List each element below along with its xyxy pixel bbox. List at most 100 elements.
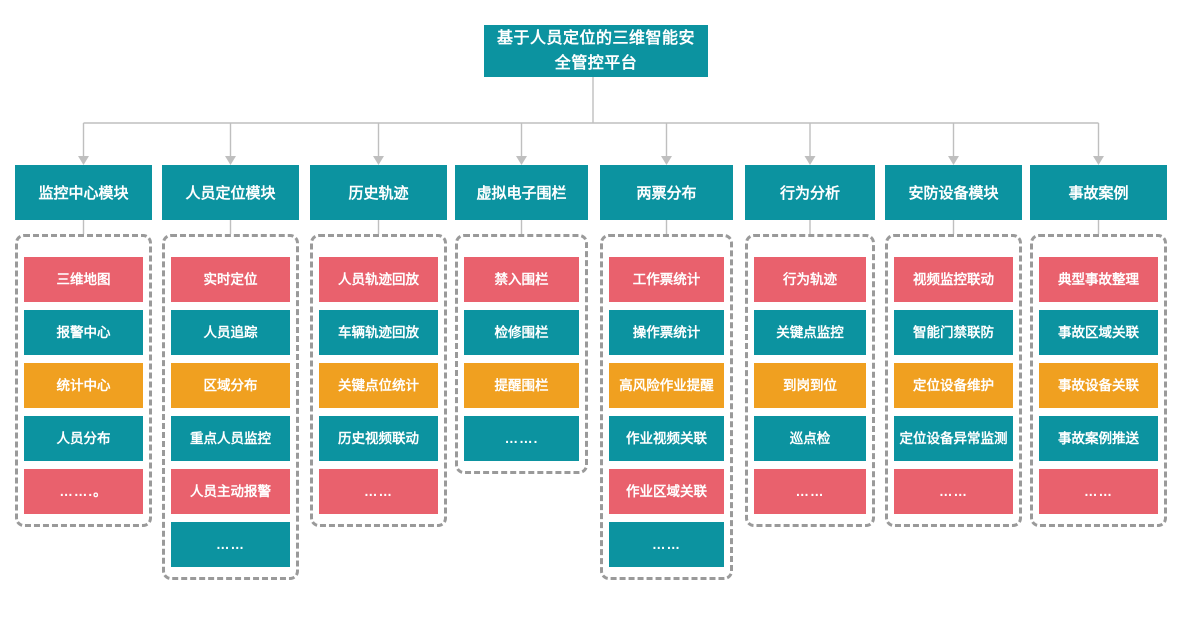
item-box[interactable]: 事故区域关联: [1038, 309, 1159, 356]
item-box[interactable]: 巡点检: [753, 415, 867, 462]
item-box[interactable]: 智能门禁联防: [893, 309, 1014, 356]
item-box[interactable]: 人员分布: [23, 415, 144, 462]
item-label: 事故区域关联: [1058, 325, 1139, 340]
item-label: 人员轨迹回放: [338, 272, 419, 287]
item-box[interactable]: ……: [1038, 468, 1159, 515]
root-title-box: 基于人员定位的三维智能安全管控平台: [484, 25, 708, 77]
item-box[interactable]: 关键点监控: [753, 309, 867, 356]
item-box[interactable]: 视频监控联动: [893, 256, 1014, 303]
item-label: 统计中心: [56, 378, 111, 393]
item-label: …….: [504, 431, 539, 446]
item-box[interactable]: 作业视频关联: [608, 415, 725, 462]
item-box[interactable]: 高风险作业提醒: [608, 362, 725, 409]
item-box[interactable]: 事故设备关联: [1038, 362, 1159, 409]
item-box[interactable]: 检修围栏: [463, 309, 580, 356]
column-header-5[interactable]: 两票分布: [600, 165, 733, 220]
arrow-to-header-4: [516, 156, 527, 165]
item-box[interactable]: …….: [463, 415, 580, 462]
column-group-3: [310, 234, 447, 527]
item-box[interactable]: ……: [318, 468, 439, 515]
item-label: 视频监控联动: [913, 272, 994, 287]
item-label: 作业区域关联: [626, 484, 707, 499]
item-label: …….。: [59, 484, 108, 499]
item-box[interactable]: ……: [608, 521, 725, 568]
item-box[interactable]: …….。: [23, 468, 144, 515]
item-box[interactable]: 到岗到位: [753, 362, 867, 409]
item-label: 事故案例推送: [1058, 431, 1139, 446]
item-label: 区域分布: [203, 378, 258, 393]
item-label: 作业视频关联: [626, 431, 707, 446]
column-header-8[interactable]: 事故案例: [1030, 165, 1167, 220]
item-label: 车辆轨迹回放: [338, 325, 419, 340]
item-box[interactable]: 操作票统计: [608, 309, 725, 356]
arrow-to-header-7: [948, 156, 959, 165]
item-box[interactable]: 工作票统计: [608, 256, 725, 303]
item-label: 巡点检: [789, 431, 831, 446]
item-box[interactable]: 人员轨迹回放: [318, 256, 439, 303]
item-label: 工作票统计: [632, 272, 701, 287]
item-label: 关键点位统计: [338, 378, 419, 393]
column-header-1[interactable]: 监控中心模块: [15, 165, 152, 220]
item-box[interactable]: 三维地图: [23, 256, 144, 303]
column-header-6[interactable]: 行为分析: [745, 165, 875, 220]
item-box[interactable]: 定位设备异常监测: [893, 415, 1014, 462]
item-label: 到岗到位: [783, 378, 837, 393]
column-header-7[interactable]: 安防设备模块: [885, 165, 1022, 220]
item-label: 高风险作业提醒: [619, 378, 714, 393]
column-group-7: [885, 234, 1022, 527]
item-label: ……: [216, 537, 245, 552]
column-header-label: 安防设备模块: [908, 185, 999, 202]
item-box[interactable]: 禁入围栏: [463, 256, 580, 303]
item-box[interactable]: 提醒围栏: [463, 362, 580, 409]
item-label: 人员追踪: [203, 325, 258, 340]
item-label: 人员分布: [56, 431, 111, 446]
column-group-6: [745, 234, 875, 527]
item-label: 定位设备异常监测: [899, 431, 1008, 446]
item-box[interactable]: ……: [170, 521, 291, 568]
column-group-1: [15, 234, 152, 527]
item-box[interactable]: 实时定位: [170, 256, 291, 303]
item-box[interactable]: 作业区域关联: [608, 468, 725, 515]
item-box[interactable]: 关键点位统计: [318, 362, 439, 409]
item-box[interactable]: 区域分布: [170, 362, 291, 409]
column-group-8: [1030, 234, 1167, 527]
item-box[interactable]: 报警中心: [23, 309, 144, 356]
item-label: 报警中心: [56, 325, 111, 340]
item-box[interactable]: 典型事故整理: [1038, 256, 1159, 303]
item-label: 行为轨迹: [783, 272, 837, 287]
item-box[interactable]: 历史视频联动: [318, 415, 439, 462]
item-box[interactable]: 人员主动报警: [170, 468, 291, 515]
column-group-2: [162, 234, 299, 580]
item-box[interactable]: ……: [753, 468, 867, 515]
item-label: 典型事故整理: [1058, 272, 1139, 287]
item-box[interactable]: 行为轨迹: [753, 256, 867, 303]
root-title-label: 基于人员定位的三维智能安全管控平台: [496, 30, 695, 72]
arrow-to-header-2: [225, 156, 236, 165]
item-box[interactable]: 定位设备维护: [893, 362, 1014, 409]
column-header-label: 虚拟电子围栏: [476, 185, 567, 202]
column-header-2[interactable]: 人员定位模块: [162, 165, 299, 220]
item-box[interactable]: 事故案例推送: [1038, 415, 1159, 462]
item-box[interactable]: 统计中心: [23, 362, 144, 409]
item-box[interactable]: 重点人员监控: [170, 415, 291, 462]
item-box[interactable]: ……: [893, 468, 1014, 515]
item-box[interactable]: 人员追踪: [170, 309, 291, 356]
item-label: 检修围栏: [494, 325, 549, 340]
item-label: ……: [364, 484, 393, 499]
item-label: 操作票统计: [632, 325, 701, 340]
item-label: 事故设备关联: [1058, 378, 1139, 393]
item-label: 关键点监控: [776, 325, 844, 340]
item-box[interactable]: 车辆轨迹回放: [318, 309, 439, 356]
column-header-label: 两票分布: [636, 185, 697, 202]
arrow-to-header-5: [661, 156, 672, 165]
column-header-4[interactable]: 虚拟电子围栏: [455, 165, 588, 220]
column-header-label: 监控中心模块: [38, 185, 129, 202]
item-label: 重点人员监控: [190, 431, 271, 446]
column-header-label: 事故案例: [1068, 185, 1129, 202]
arrow-to-header-1: [78, 156, 89, 165]
item-label: ……: [1084, 484, 1113, 499]
column-header-3[interactable]: 历史轨迹: [310, 165, 447, 220]
column-header-label: 行为分析: [779, 185, 840, 202]
column-group-4: [455, 234, 588, 474]
